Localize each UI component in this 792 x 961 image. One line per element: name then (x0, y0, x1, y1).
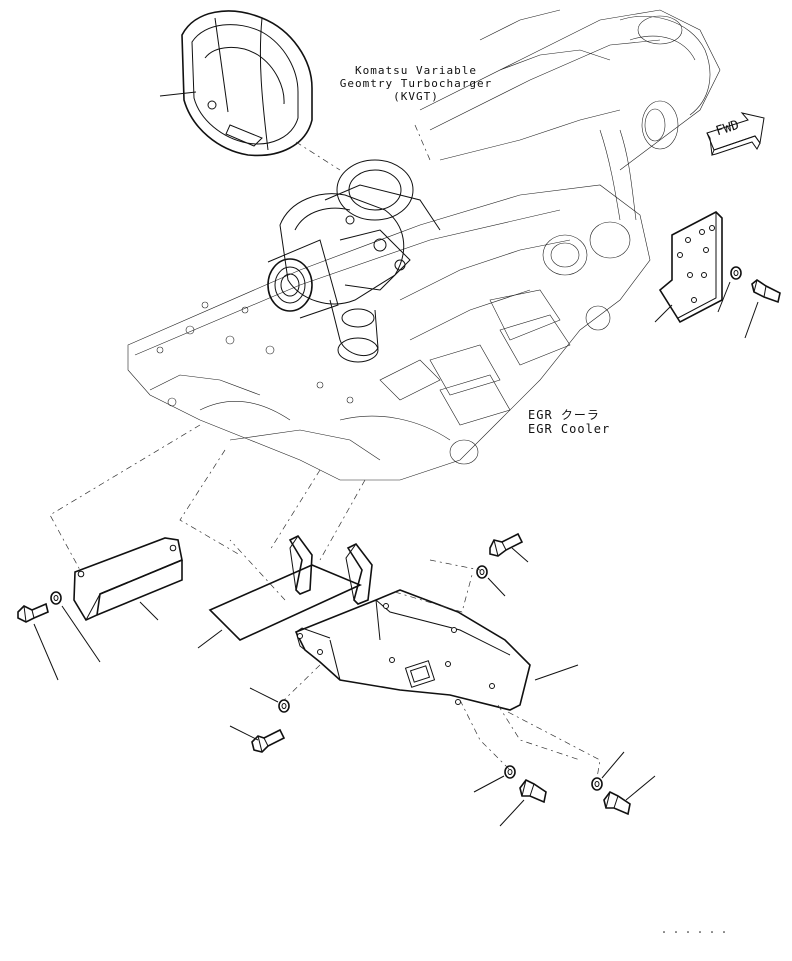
hook-bracket-2 (345, 542, 373, 605)
leader-insulation-sheet (197, 629, 223, 649)
assembly-guide-lines (49, 424, 601, 779)
egr-label: EGR クーラ EGR Cooler (528, 408, 610, 436)
guide-heat-shield (295, 141, 341, 171)
turbocharger (267, 159, 441, 363)
turbo-label-line1: Komatsu Variable (355, 64, 477, 77)
washer-lower-mid (504, 765, 516, 779)
egr-label-en: EGR Cooler (528, 422, 611, 436)
bolt-right-top (751, 279, 781, 304)
turbo-heat-shield (181, 10, 313, 157)
egr-bracket-plate (658, 211, 723, 324)
leader-bolt-right-top (744, 301, 759, 339)
leader-egr-bracket (654, 304, 673, 323)
insulation-sheet (208, 564, 362, 641)
bolt-lower-left (251, 728, 286, 753)
leader-main-shield (534, 664, 579, 681)
leader-bolt-mid-top (511, 547, 529, 563)
turbo-label-guide (414, 124, 431, 161)
leader-bolt-lower-right (625, 775, 656, 801)
main-shield-plate (294, 589, 531, 711)
egr-label-jp: EGR クーラ (528, 408, 600, 422)
leader-washer-mid-top (487, 577, 506, 597)
leader-washer-lower-right (601, 751, 625, 779)
bolt-left (17, 602, 49, 623)
leader-washer-lower-mid (473, 775, 505, 793)
washer-mid-top (476, 565, 488, 579)
leader-washer-right-top (717, 281, 731, 313)
left-angle-bracket (73, 537, 183, 622)
hook-bracket-1 (288, 534, 313, 595)
turbo-label-line2: Geomtry Turbocharger (339, 77, 493, 90)
leader-left-bracket (139, 601, 159, 621)
bolt-lower-right (603, 790, 631, 816)
engine-block (127, 9, 721, 481)
leader-bolt-left (33, 623, 59, 681)
washer-lower-left (278, 699, 290, 713)
washer-right-top (730, 266, 742, 280)
washer-lower-right (591, 777, 603, 791)
bolt-mid-top (489, 532, 524, 557)
leader-bolt-lower-left (229, 725, 259, 741)
leader-washer-left (61, 605, 101, 663)
leader-bolt-lower-mid (499, 799, 525, 827)
fwd-arrow-icon (706, 112, 765, 156)
turbo-label: Komatsu Variable Geomtry Turbocharger (K… (330, 64, 502, 103)
bolt-lower-mid (519, 778, 547, 804)
leader-heat-shield (159, 91, 197, 97)
turbo-label-line3: (KVGT) (393, 90, 439, 103)
leader-washer-lower-left (249, 687, 279, 703)
washer-left (50, 591, 62, 605)
footer-marks (663, 931, 725, 933)
